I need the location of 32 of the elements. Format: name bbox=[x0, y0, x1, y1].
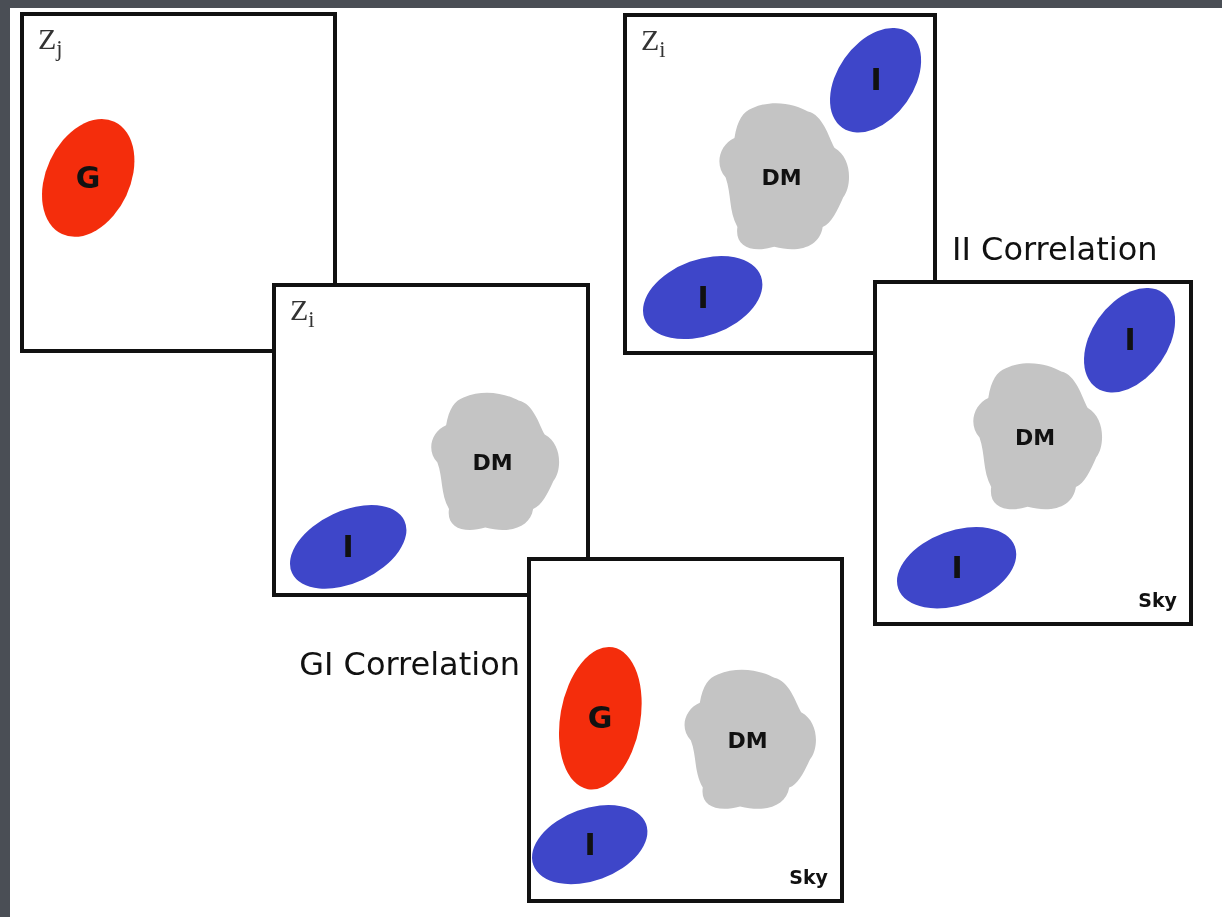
halo-label: DM bbox=[472, 451, 513, 474]
galaxy-ellipse bbox=[897, 527, 1017, 609]
galaxy-letter: I bbox=[951, 553, 963, 583]
halo-label: DM bbox=[1014, 426, 1056, 449]
panel-frame bbox=[20, 12, 337, 353]
halo-label: DM bbox=[727, 729, 768, 752]
galaxy-letter: I bbox=[870, 65, 882, 95]
sky-label: Sky bbox=[1138, 591, 1177, 610]
galaxy-letter: I bbox=[584, 830, 596, 860]
sky-label: Sky bbox=[789, 868, 828, 887]
panel-frame bbox=[527, 557, 844, 903]
galaxy-ellipse bbox=[289, 505, 407, 589]
galaxy-letter: I bbox=[1124, 325, 1136, 355]
panel-frame bbox=[873, 280, 1193, 626]
halo-label: DM bbox=[761, 166, 802, 189]
galaxy-ellipse bbox=[41, 119, 135, 237]
redshift-label: Z$_{i}$ bbox=[641, 25, 666, 62]
galaxy-ellipse bbox=[830, 27, 922, 133]
galaxy-letter: I bbox=[697, 283, 709, 313]
galaxy-ellipse bbox=[532, 805, 648, 885]
panel-frame bbox=[272, 283, 590, 597]
panel-frame bbox=[623, 13, 937, 355]
galaxy-letter: G bbox=[587, 703, 613, 733]
correlation-label: GI Correlation bbox=[299, 648, 520, 680]
galaxy-letter: I bbox=[342, 532, 354, 562]
galaxy-letter: G bbox=[75, 163, 101, 193]
redshift-label: Z$_{i}$ bbox=[290, 295, 315, 332]
galaxy-ellipse bbox=[643, 256, 763, 340]
galaxy-ellipse bbox=[558, 646, 642, 790]
galaxy-ellipse bbox=[1084, 287, 1176, 393]
correlation-label: II Correlation bbox=[952, 233, 1158, 265]
redshift-label: Z$_{j}$ bbox=[38, 24, 63, 61]
